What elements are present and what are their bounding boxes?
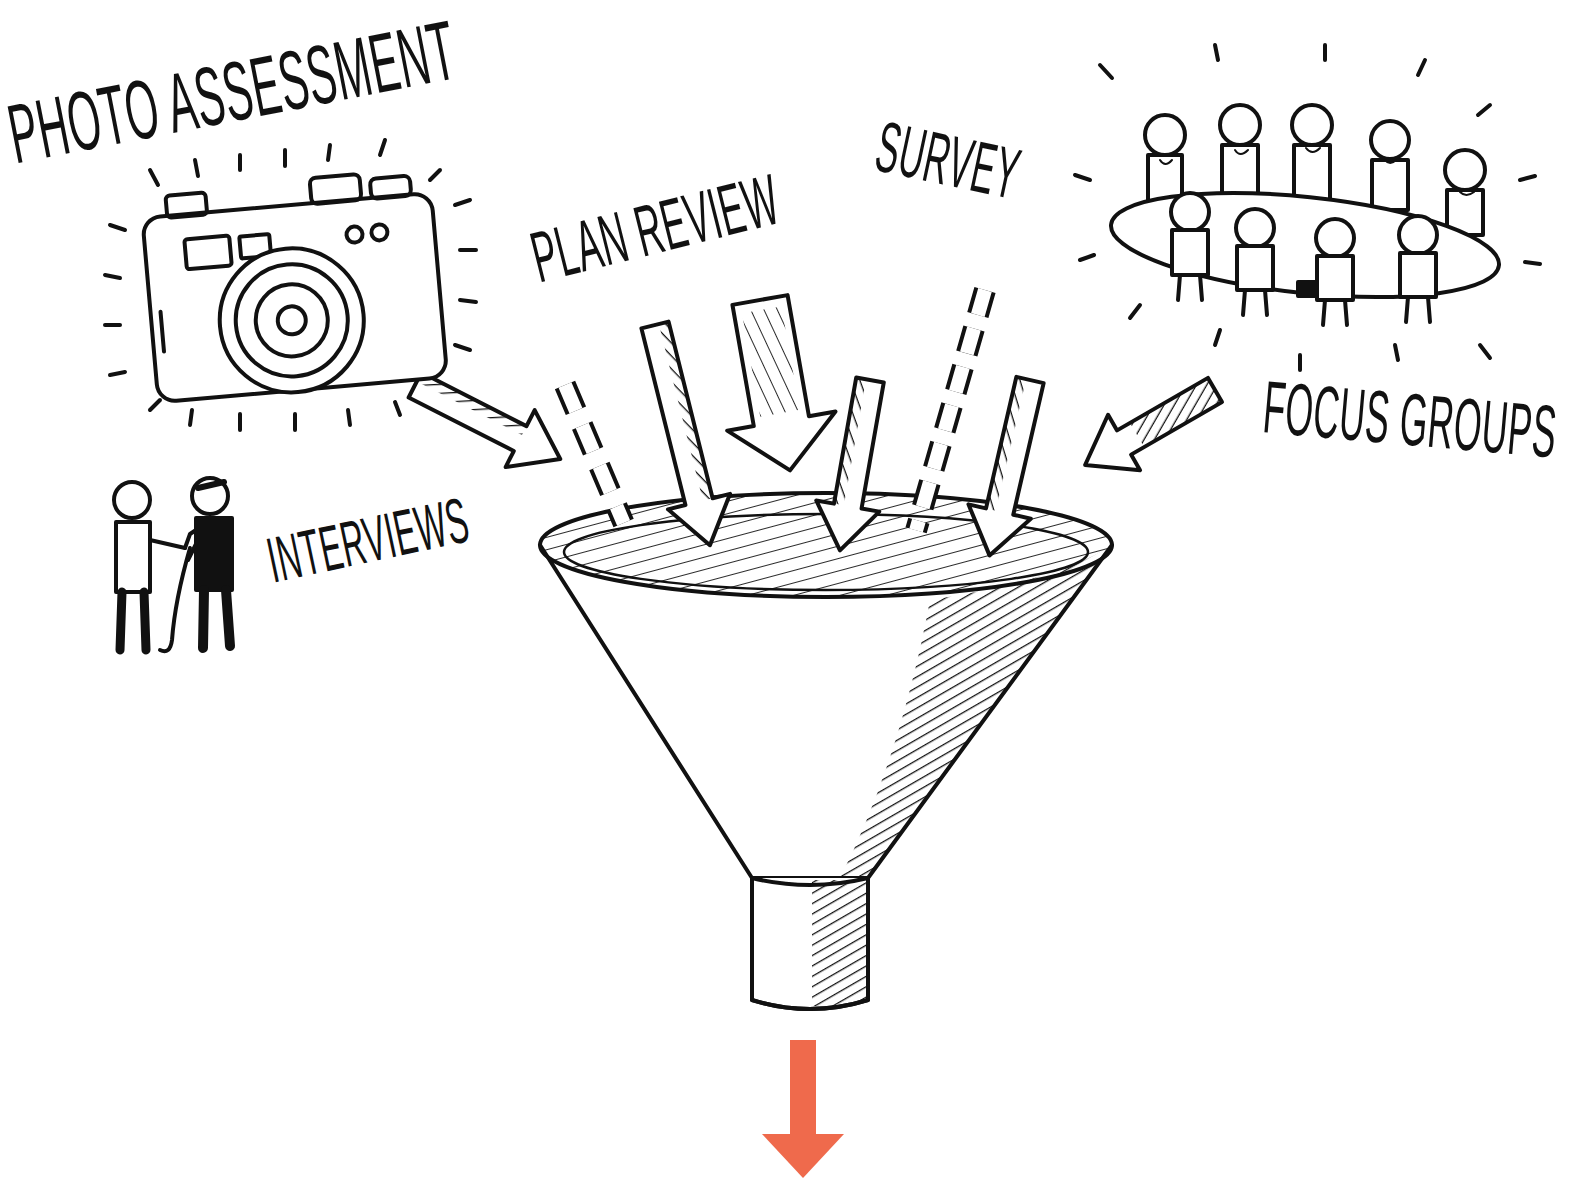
input-arrow	[706, 290, 844, 479]
radiating-dashes	[105, 140, 476, 430]
method-label: PLAN REVIEW	[524, 163, 786, 294]
method-label: PHOTO ASSESSMENT	[2, 8, 463, 177]
focus-group	[1106, 105, 1504, 325]
input-arrow	[624, 317, 741, 553]
input-arrow	[808, 374, 901, 555]
radiating-dashes	[1075, 45, 1540, 370]
method-label: SURVEY	[870, 110, 1026, 210]
input-arrow	[958, 373, 1061, 563]
input-arrow	[565, 385, 624, 523]
output-arrow	[762, 1040, 844, 1178]
interview-figures	[114, 478, 232, 651]
method-label: INTERVIEWS	[262, 488, 474, 593]
funnel	[540, 493, 1112, 1009]
input-arrow	[916, 290, 985, 530]
input-arrow	[1069, 362, 1231, 492]
camera-icon	[140, 168, 447, 404]
method-label: FOCUS GROUPS	[1260, 370, 1559, 469]
